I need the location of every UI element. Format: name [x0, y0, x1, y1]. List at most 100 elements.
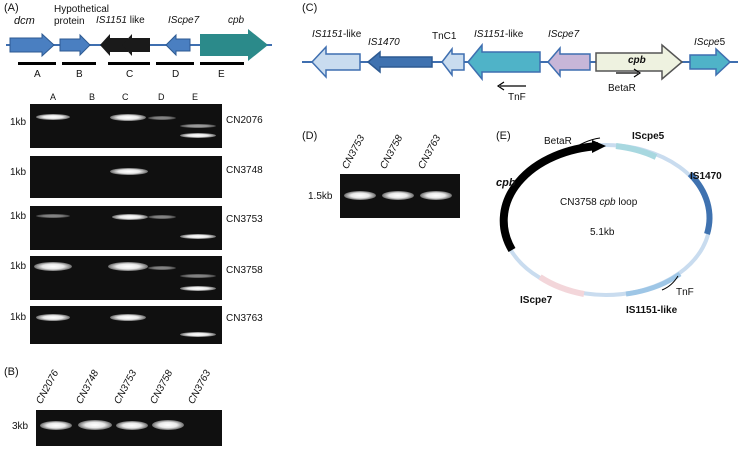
c-label-is1151-like-2: IS1151-like	[474, 29, 524, 40]
c-is1151-like-1-arrow	[310, 45, 361, 79]
gel-band	[180, 274, 216, 278]
pcr-bar-e	[200, 62, 244, 65]
gel-band	[108, 262, 148, 271]
plasmid-center-strain: CN3758	[560, 197, 597, 208]
e-label-iscpe5: IScpe5	[632, 131, 665, 142]
plasmid-iscpe5-arc	[615, 143, 658, 160]
gene-cpb-arrow	[200, 29, 268, 61]
plasmid-cpb-head	[592, 140, 606, 153]
gel-panel-d	[340, 174, 460, 218]
pcr-bar-e-label: E	[218, 69, 225, 80]
gel-band	[34, 262, 72, 271]
gene-is1151-like: like	[129, 15, 145, 26]
plasmid-betar-primer	[567, 137, 601, 153]
e-label-is1151-like: IS1151-like	[626, 305, 678, 316]
gel-band	[382, 191, 414, 200]
c-label-is1151-like-1: IS1151-like	[312, 29, 362, 40]
gel-band	[78, 420, 112, 430]
pcr-bar-a	[18, 62, 56, 65]
c-tnf-primer-head	[496, 81, 505, 91]
gel-band	[40, 421, 72, 430]
lane-label-b: B	[89, 92, 96, 102]
plasmid-tnf-primer	[661, 275, 679, 291]
c-label-is1470: IS1470	[368, 37, 400, 48]
panel-a-label: (A)	[4, 2, 19, 14]
c-label-tnf: TnF	[508, 92, 526, 103]
plasmid-center-cpb: cpb	[599, 197, 616, 208]
plasmid-iscpe7-arc	[538, 274, 585, 297]
c-iscpe5-arrow	[689, 47, 732, 77]
size-marker-cn3748: 1kb	[10, 167, 27, 178]
gene-dcm-arrow	[9, 32, 55, 58]
e-label-is1470: IS1470	[690, 171, 722, 182]
gel-band	[180, 332, 216, 337]
size-marker-panel-d: 1.5kb	[308, 191, 333, 202]
gel-cn3763	[30, 306, 222, 344]
c-cpb-arrow	[595, 43, 684, 81]
gel-band	[180, 133, 216, 138]
gel-band	[36, 114, 70, 120]
c-betar-primer-head	[633, 68, 642, 78]
strain-cn2076: CN2076	[226, 115, 263, 126]
c-is1470-arrow	[366, 50, 433, 74]
plasmid-is1151-like-arc	[625, 271, 682, 297]
gel-band	[110, 314, 146, 321]
gene-cpb-label: cpb	[228, 15, 245, 26]
gel-band	[344, 191, 376, 200]
plasmid-size: 5.1kb	[590, 227, 615, 238]
size-marker-cn3753: 1kb	[10, 211, 27, 222]
lane-label-e: E	[192, 92, 199, 102]
gel-cn2076	[30, 104, 222, 148]
strain-cn3748: CN3748	[226, 165, 263, 176]
pcr-bar-d	[156, 62, 194, 65]
pcr-bar-a-label: A	[34, 69, 41, 80]
lane-label-d: D	[158, 92, 165, 102]
gene-hypothetical-label: Hypothetical protein	[54, 4, 110, 27]
e-label-cpb: cpb	[496, 177, 516, 189]
strain-cn3758: CN3758	[226, 265, 263, 276]
gel-band	[116, 421, 148, 430]
pcr-bar-c	[108, 62, 150, 65]
gel-band	[152, 420, 184, 430]
c-label-cpb: cpb	[628, 55, 646, 66]
gel-band	[110, 168, 148, 175]
size-marker-cn2076: 1kb	[10, 117, 27, 128]
c-label-iscpe7: IScpe7	[548, 29, 580, 40]
gel-cn3748	[30, 156, 222, 198]
c-label-tnc1: TnC1	[432, 31, 457, 42]
gel-band	[148, 116, 176, 120]
c-label-betar: BetaR	[608, 83, 636, 94]
c-is1151-like-2-arrow	[467, 42, 541, 82]
c-tnc1-arrow	[441, 46, 465, 78]
plasmid-is1470-arc	[687, 171, 713, 235]
plasmid-center-title: CN3758 cpb loop	[560, 198, 637, 208]
gel-band	[180, 124, 216, 128]
gel-cn3758	[30, 256, 222, 300]
lane-label-a: A	[50, 92, 57, 102]
e-label-betar: BetaR	[544, 136, 572, 147]
lane-label-c: C	[122, 92, 129, 102]
pcr-bar-b	[62, 62, 96, 65]
size-marker-cn3758: 1kb	[10, 261, 27, 272]
plasmid-cpb-arc	[499, 142, 599, 253]
e-label-tnf: TnF	[676, 287, 694, 298]
gene-iscpe7-arrow	[165, 33, 191, 57]
pcr-bar-d-label: D	[172, 69, 180, 80]
gel-band	[148, 215, 176, 219]
gene-iscpe7-label: IScpe7	[168, 15, 200, 26]
gel-band	[110, 114, 146, 121]
gel-panel-b	[36, 410, 222, 446]
strain-cn3763: CN3763	[226, 313, 263, 324]
gel-band	[180, 286, 216, 291]
gel-band	[148, 266, 176, 270]
panel-c-label: (C)	[302, 2, 318, 14]
gene-hypothetical-arrow	[59, 33, 91, 57]
plasmid-center-loop: loop	[618, 197, 638, 208]
gel-band	[420, 191, 452, 200]
pcr-bar-c-label: C	[126, 69, 134, 80]
e-label-iscpe7: IScpe7	[520, 295, 553, 306]
gene-is1151-arrow-1	[100, 34, 128, 56]
